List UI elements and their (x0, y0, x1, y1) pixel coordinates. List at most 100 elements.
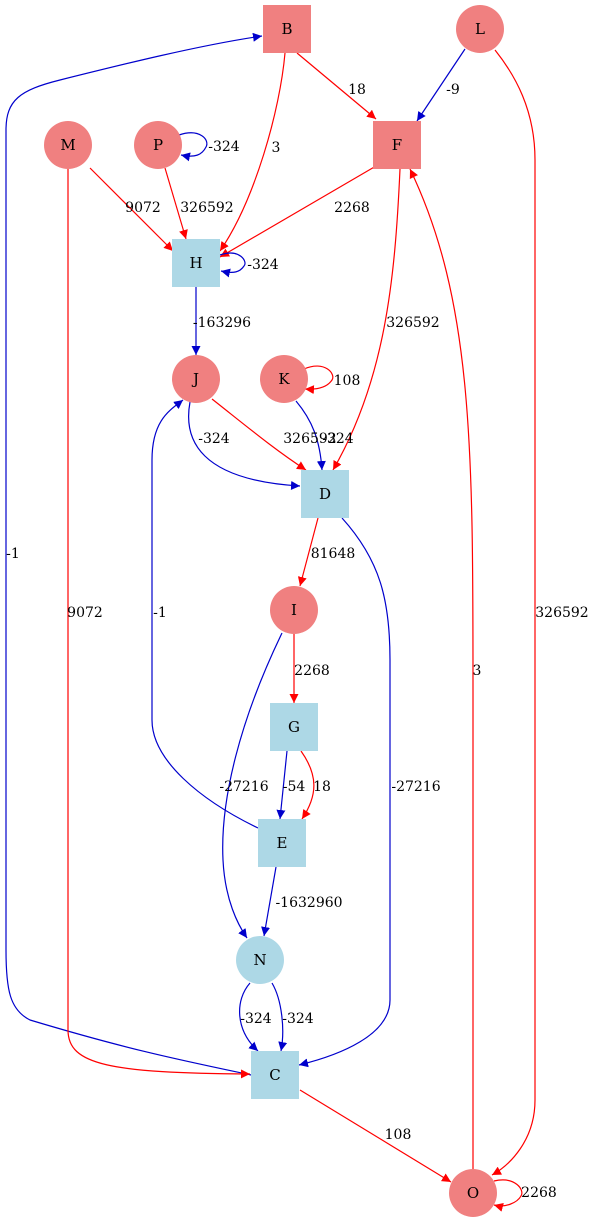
edge-e-to-j (151, 399, 259, 829)
edge-p-to-h (164, 167, 188, 240)
node-l: L (456, 5, 504, 53)
edge-label: -9 (446, 82, 460, 98)
node-circle (456, 5, 504, 53)
node-label: F (392, 136, 402, 154)
node-square (373, 121, 421, 169)
edge-label: -1 (153, 605, 167, 621)
edge-label: 9072 (125, 200, 161, 216)
node-label: P (153, 136, 163, 154)
node-circle (172, 355, 220, 403)
edge-label: -324 (198, 431, 230, 447)
edge-p-to-p (178, 132, 208, 162)
edge-label: 108 (334, 373, 361, 389)
edge-label: 3 (272, 140, 281, 156)
edge-l-to-o (491, 49, 536, 1176)
node-m: M (44, 121, 92, 169)
edge-h-to-h (219, 252, 246, 278)
node-label: D (319, 485, 331, 503)
node-circle (134, 121, 182, 169)
edge-g-to-e (276, 750, 288, 820)
edge-n-to-c (271, 982, 288, 1052)
edge-l-to-f (416, 48, 466, 122)
edge-n-to-c (239, 982, 259, 1052)
node-j: J (172, 355, 220, 403)
node-circle (449, 1169, 497, 1217)
node-label: H (189, 254, 202, 272)
edge-label: 108 (385, 1127, 412, 1143)
node-label: B (281, 20, 292, 38)
node-square (251, 1051, 299, 1099)
edge-b-to-f (296, 52, 377, 120)
node-e: E (258, 819, 306, 867)
edge-c-to-b (5, 32, 263, 1076)
edge-d-to-c (298, 517, 391, 1068)
node-label: C (269, 1066, 280, 1084)
edge-label: -324 (240, 1011, 272, 1027)
edge-i-to-n (222, 632, 283, 939)
node-label: N (253, 951, 266, 969)
node-square (172, 239, 220, 287)
node-n: N (236, 936, 284, 984)
node-c: C (251, 1051, 299, 1099)
edge-label: 326592 (283, 431, 336, 447)
edge-label: 3 (473, 663, 482, 679)
edge-label: 81648 (311, 546, 356, 562)
node-label: M (60, 136, 75, 154)
node-p: P (134, 121, 182, 169)
edge-e-to-n (261, 866, 277, 937)
node-circle (236, 936, 284, 984)
node-label: J (191, 370, 199, 388)
edge-m-to-h (89, 167, 174, 252)
edge-label: -1 (6, 546, 20, 562)
node-circle (270, 586, 318, 634)
node-g: G (270, 703, 318, 751)
edge-o-to-f (409, 168, 474, 1169)
node-circle (44, 121, 92, 169)
edge-label: -1632960 (275, 895, 342, 911)
edge-label: 2268 (294, 663, 330, 679)
node-label: G (288, 718, 300, 736)
edge-label: -27216 (391, 779, 440, 795)
node-k: K (260, 355, 308, 403)
node-h: H (172, 239, 220, 287)
edge-label: 18 (313, 779, 331, 795)
node-circle (260, 355, 308, 403)
node-square (270, 703, 318, 751)
node-d: D (301, 470, 349, 518)
edge-label: 18 (348, 82, 366, 98)
edge-c-to-o (299, 1089, 452, 1183)
node-i: I (270, 586, 318, 634)
edge-k-to-k (303, 365, 334, 395)
edge-label: 2268 (521, 1185, 557, 1201)
edge-label: -324 (282, 1011, 314, 1027)
edge-label: 2268 (334, 200, 370, 216)
node-b: B (263, 5, 311, 53)
node-label: L (475, 20, 485, 38)
edge-b-to-h (219, 52, 286, 252)
edge-label: 9072 (67, 605, 103, 621)
node-f: F (373, 121, 421, 169)
edge-label: 326592 (386, 315, 439, 331)
node-o: O (449, 1169, 497, 1217)
edge-d-to-i (297, 517, 319, 587)
edge-label: 326592 (180, 200, 233, 216)
node-square (301, 470, 349, 518)
node-label: E (277, 834, 288, 852)
edge-j-to-d (188, 401, 301, 490)
edge-m-to-c (67, 169, 251, 1079)
edge-label: -27216 (219, 779, 268, 795)
node-square (258, 819, 306, 867)
edge-f-to-d (332, 168, 401, 471)
edge-o-to-o (493, 1179, 523, 1212)
edge-label: 326592 (535, 605, 588, 621)
node-square (263, 5, 311, 53)
edge-label: -324 (322, 431, 354, 447)
edge-j-to-d (211, 398, 307, 471)
edge-label: -54 (283, 779, 306, 795)
nodes-layer: B L M P F H J K D I G E N C O (44, 5, 504, 1217)
node-label: K (278, 370, 290, 388)
edge-g-to-e (300, 750, 315, 820)
edges-layer (5, 32, 536, 1212)
